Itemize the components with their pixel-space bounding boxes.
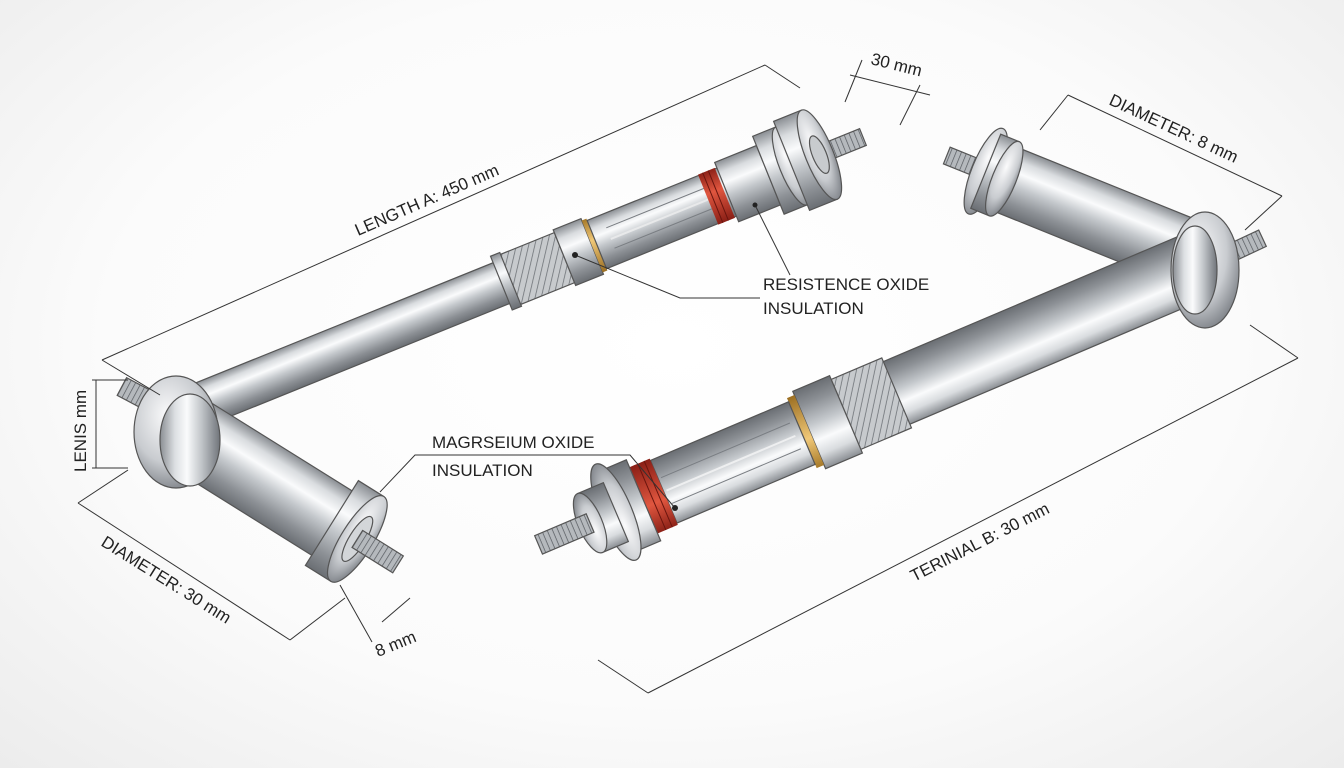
magnesium-leader-dot — [672, 505, 678, 511]
diameter-8mm-label: DIAMETER: 8 mm — [1106, 90, 1241, 166]
length-a-label: LENGTH A: 450 mm — [352, 160, 502, 239]
right-red-coil — [629, 458, 678, 534]
right-corner-flange — [1170, 211, 1268, 329]
left-bottom-stud — [351, 529, 405, 574]
right-long-tube — [533, 229, 1220, 561]
magnesium-callout-line1: MAGRSEIUM OXIDE — [432, 433, 594, 452]
right-bottom-stud — [533, 513, 595, 555]
left-heating-element — [116, 109, 868, 583]
diameter-30mm-label: DIAMETER: 30 mm — [98, 532, 235, 627]
top-30mm-label: 30 mm — [869, 49, 924, 80]
right-heating-element — [533, 127, 1268, 561]
resistance-callout-line1: RESISTENCE OXIDE — [763, 275, 929, 294]
bottom-8mm-label: 8 mm — [372, 627, 419, 661]
resistance-leader-dot — [572, 252, 578, 258]
left-long-tube — [165, 109, 868, 437]
dimension-lines — [77, 59, 1299, 694]
right-gold-band — [786, 395, 825, 469]
left-corner-flange — [116, 375, 221, 489]
resistance-callout-line2: INSULATION — [763, 299, 864, 318]
terminal-b-label: TERINIAL B: 30 mm — [907, 499, 1052, 586]
left-gold-band — [581, 218, 608, 273]
lenis-label: LENIS mm — [71, 390, 90, 472]
callout-leaders — [379, 202, 791, 511]
left-red-coil — [698, 167, 735, 225]
magnesium-callout-line2: INSULATION — [432, 461, 533, 480]
